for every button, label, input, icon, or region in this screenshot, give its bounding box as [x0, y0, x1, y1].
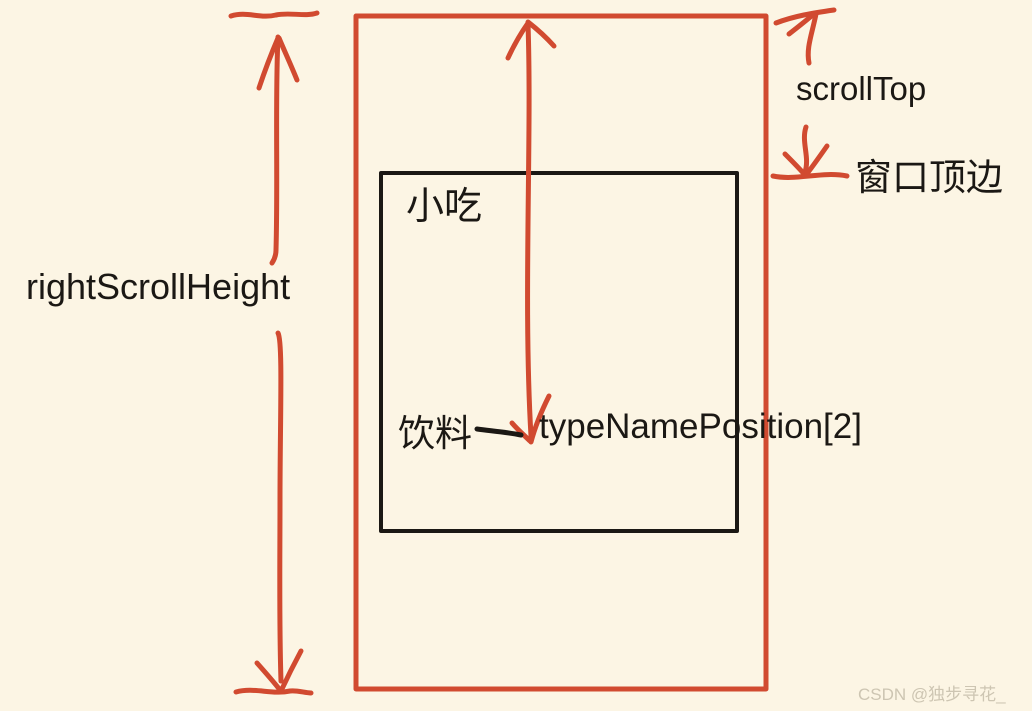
scroll-top-arrow-tick	[773, 7, 837, 26]
scroll-top-arrow-icon	[773, 7, 837, 66]
center-arrow-head-right	[525, 19, 557, 49]
drinks-pointer-dash-icon	[474, 426, 524, 438]
window-top-edge-arrow-head-left	[782, 151, 808, 178]
measure-arrow-bottom-head-left	[254, 660, 283, 693]
window-top-edge-arrow-icon	[770, 124, 850, 180]
center-arrow-head-left	[505, 20, 531, 61]
measure-arrow-shaft-upper	[269, 34, 281, 266]
scroll-top-arrow-shaft	[805, 11, 819, 66]
center-arrow-check-right	[528, 393, 552, 445]
measure-arrow-top-tick	[228, 10, 320, 19]
type-name-position-arrow-icon	[505, 19, 557, 445]
type-name-position-label: typeNamePosition[2]	[539, 407, 862, 446]
window-top-edge-base-line	[770, 172, 850, 180]
scroll-top-label: scrollTop	[796, 70, 927, 107]
measure-arrow-bottom-head-right	[278, 648, 304, 694]
window-top-edge-label: 窗口顶边	[855, 157, 1003, 198]
window-top-edge-arrow-shaft	[801, 124, 810, 175]
center-arrow-shaft	[525, 21, 534, 439]
measure-arrow-shaft-lower	[275, 330, 284, 684]
snacks-category-label: 小吃	[406, 186, 483, 228]
right-scroll-height-label: rightScrollHeight	[26, 266, 291, 307]
measure-arrow-top-head-right	[276, 35, 300, 83]
csdn-watermark: CSDN @独步寻花_	[858, 685, 1006, 704]
inner-list-border	[379, 171, 739, 533]
window-top-edge-arrow-head-right	[803, 143, 830, 178]
drinks-category-label: 饮料	[398, 413, 472, 454]
measure-arrow-bottom-tick	[233, 687, 314, 696]
scroll-top-arrow-head	[786, 10, 818, 37]
outer-scroll-container-border	[353, 13, 769, 692]
right-scroll-height-measure-arrow-icon	[228, 10, 320, 696]
